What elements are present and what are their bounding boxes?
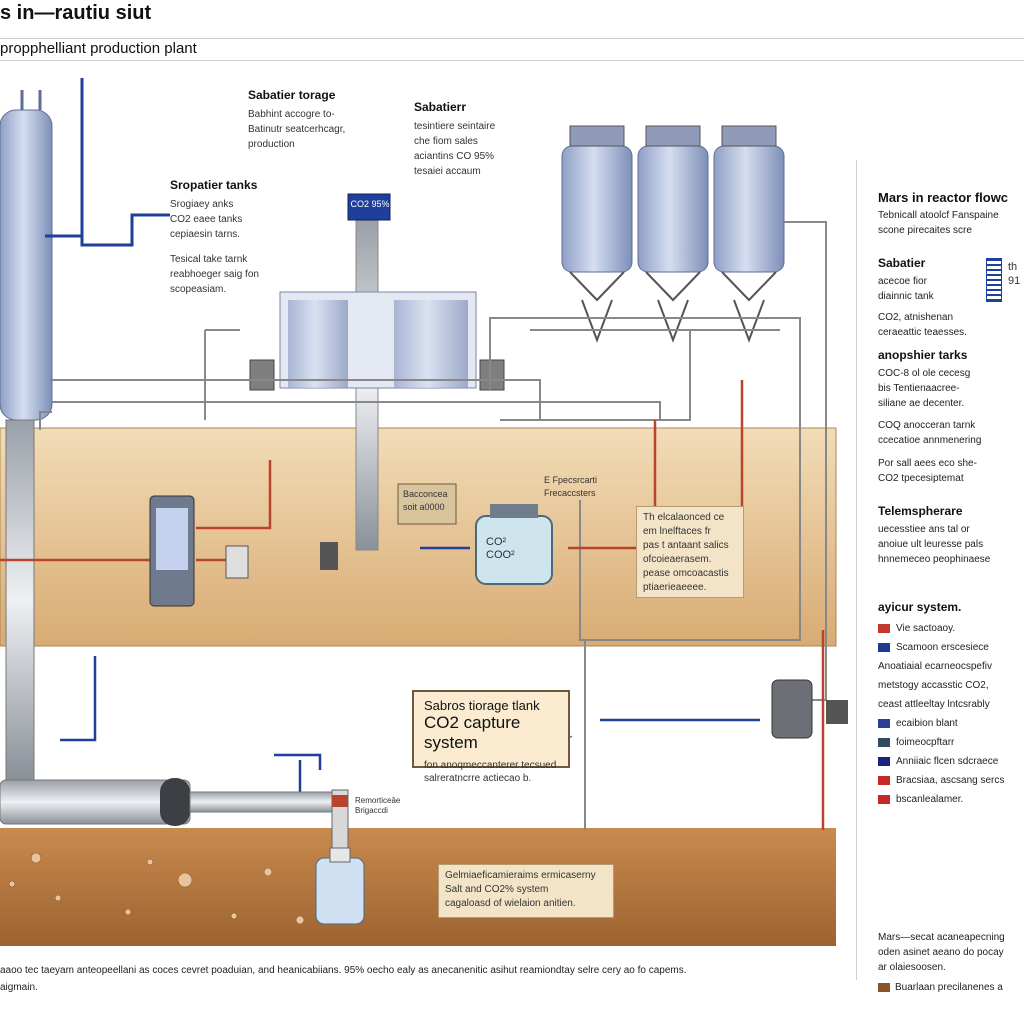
co2-badge: CO2 95% [350,199,390,209]
reactor-valve-left [249,359,275,391]
right-note-box: Th elcalaonced ce em lnelftaces fr pas t… [636,506,744,598]
soil-bubbles [8,852,305,925]
sidebar-anopshier: anopshier tarks COC-8 ol ole cecesg bis … [878,348,971,409]
sidebar-gauge-text: th 91 [1008,261,1021,287]
legend-swatch [878,757,890,766]
sidebar-telemsp: Telemspherare uecesstiee ans tal or anoi… [878,504,991,565]
left-tank-column [5,419,35,781]
blue-pipes [60,546,760,802]
title-rule-bottom [0,60,1024,61]
sidebar-divider [856,160,857,980]
blue-pipe-top [80,78,170,247]
sidebar-co2q: COQ anocceran tarnk ccecatioe annmenerin… [878,420,982,446]
legend-item: Scamoon erscesiece [878,638,1024,657]
legend-item: Bracsiaa, ascsang sercs [878,771,1024,790]
legend-item: bscanlealamer. [878,790,1024,809]
side-vessel [771,679,813,739]
sidebar-bottom: Mars—secat acaneapecning oden asinet aea… [878,932,1005,973]
footer-text: aaoo tec taeyam anteopeellani as coces c… [0,965,687,993]
legend-item: ecaibion blant [878,714,1024,733]
legend-item: Vie sactoaoy. [878,619,1024,638]
legend-item: Anniiaic flcen sdcraece [878,752,1024,771]
legend-label: Bracsiaa, ascsang sercs [896,775,1005,786]
legend-label: Vie sactoaoy. [896,623,956,634]
legend-label: ecaibion blant [896,718,958,729]
sidebar-gauge-icon [986,258,1002,302]
legend-swatch [878,795,890,804]
legend-swatch [878,643,890,652]
small-canister [225,545,249,579]
label-sropatier-tanks: Sropatier tanks Srogiaey anks CO2 eaee t… [170,178,258,240]
mid-control-box [397,483,457,525]
legend-item: foimeocpftarr [878,733,1024,752]
legend-label: metstogy accasstic CO2, [878,680,989,691]
label-tesical-take: Tesical take tarnk reabhoeger saig fon s… [170,254,259,295]
legend-item: ceast attleeltay lntcsrably [878,695,1024,714]
legend-swatch [878,624,890,633]
bottom-bottle [315,857,365,925]
legend-label: Scamoon erscesiece [896,642,989,653]
legend-item: Anoatiaial ecarneocspefiv [878,657,1024,676]
small-dark-box [320,542,338,570]
co2-gauge-box [347,193,391,221]
legend-label: Anniiaic flcen sdcraece [896,756,999,767]
sidebar-final-row: Buarlaan precilanenes a [878,982,1003,993]
page-subtitle: propphelliant production plant [0,40,197,57]
label-sabatierr: Sabatierr tesintiere seintaire che fiom … [414,100,496,177]
co2-tank-label: CO² COO² [486,536,515,561]
co2-capture-callout: Sabros tiorage tlank CO2 capture system … [412,690,570,784]
sidebar-header: Mars in reactor flowc Tebnicall atoolcf … [878,190,1009,236]
left-storage-tank [0,109,53,421]
soil-layer [0,828,836,946]
legend-swatch [878,719,890,728]
legend-label: ceast attleeltay lntcsrably [878,699,990,710]
legend-swatch [878,776,890,785]
title-rule-top [0,38,1024,39]
red-pipes [0,380,825,830]
fpess-label: E Fpecsrcarti Frecaccsters [544,475,598,498]
sidebar-sabatier: Sabatier acecoe fior diainnic tank CO2, … [878,256,967,338]
sidebar-final-label: Buarlaan precilanenes a [895,982,1003,993]
legend-swatch [878,738,890,747]
reactor-valve-right [479,359,505,391]
mid-box-label: Bacconcea soit a0000 [403,489,448,512]
label-sabatier-storage: Sabatier torage Babhint accogre to- Bati… [248,88,346,150]
legend-label: Anoatiaial ecarneocspefiv [878,661,992,672]
pipe-label: Remorticeâe Brigaccdi [355,796,401,815]
page-title: s in—rautiu siut [0,2,152,24]
final-swatch [878,983,890,992]
sidebar-legend-title: ayicur system. [878,600,962,614]
legend-item: metstogy accasstic CO2, [878,676,1024,695]
legend-label: foimeocpftarr [896,737,955,748]
legend-label: bscanlealamer. [896,794,964,805]
sidebar-porsal: Por sall aees eco she- CO2 tpecesiptemat [878,458,977,484]
bottom-note-box: Gelmiaeficamieraims ermicaserny Salt and… [438,864,614,918]
right-tanks [561,125,785,343]
